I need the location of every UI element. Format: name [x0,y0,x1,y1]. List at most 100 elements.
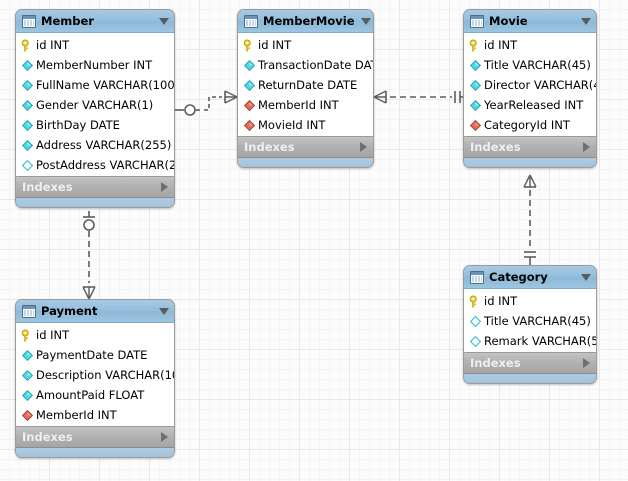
table-footer-strip [464,158,596,167]
table-field-row[interactable]: MovieId INT [238,115,373,135]
table-field-label: Remark VARCHAR(500) [484,333,597,348]
table-indexes-section-membermovie[interactable]: Indexes [238,137,373,158]
table-footer-strip [16,198,174,207]
table-title: Movie [489,13,528,28]
chevron-right-icon[interactable] [360,142,367,152]
table-field-label: Gender VARCHAR(1) [36,97,154,112]
table-field-label: PostAddress VARCHAR(255) [36,157,175,172]
table-field-label: CategoryId INT [484,117,570,132]
chevron-down-icon[interactable] [159,17,169,25]
table-field-label: BirthDay DATE [36,117,120,132]
table-field-row[interactable]: Gender VARCHAR(1) [16,95,174,115]
table-field-row[interactable]: Director VARCHAR(45) [464,75,596,95]
table-category[interactable]: Category id INT Title VARCHAR(45) Remark VA… [463,265,597,384]
table-field-label: Director VARCHAR(45) [484,77,596,92]
table-field-label: MovieId INT [258,117,326,132]
diamond-filled-icon [21,59,34,72]
table-fields-category: id INT Title VARCHAR(45) Remark VARCHAR(50… [464,289,596,353]
table-field-row[interactable]: Remark VARCHAR(500) [464,331,596,351]
diamond-filled-icon [469,59,482,72]
chevron-right-icon[interactable] [583,142,590,152]
relationship-movie-category [523,174,537,265]
table-field-row[interactable]: Title VARCHAR(45) [464,55,596,75]
table-field-row[interactable]: CategoryId INT [464,115,596,135]
table-field-row[interactable]: Title VARCHAR(45) [464,311,596,331]
table-indexes-section-payment[interactable]: Indexes [16,427,174,448]
table-field-row[interactable]: Description VARCHAR(100) [16,365,174,385]
table-field-row[interactable]: id INT [464,35,596,55]
diamond-fk-icon [21,409,34,422]
table-field-row[interactable]: AmountPaid FLOAT [16,385,174,405]
table-field-row[interactable]: id INT [464,291,596,311]
table-field-label: id INT [36,327,70,342]
table-header-membermovie[interactable]: MemberMovie [238,10,373,33]
diamond-hollow-icon [469,315,482,328]
table-field-row[interactable]: FullName VARCHAR(100) [16,75,174,95]
table-field-row[interactable]: YearReleased INT [464,95,596,115]
chevron-down-icon[interactable] [159,307,169,315]
table-field-label: id INT [484,37,518,52]
table-field-label: id INT [484,293,518,308]
table-field-row[interactable]: ReturnDate DATE [238,75,373,95]
chevron-down-icon[interactable] [360,17,371,25]
chevron-down-icon[interactable] [581,17,591,25]
chevron-right-icon[interactable] [161,432,168,442]
table-field-label: Title VARCHAR(45) [484,313,591,328]
table-field-row[interactable]: PaymentDate DATE [16,345,174,365]
table-header-member[interactable]: Member [16,10,174,33]
table-icon [22,14,36,28]
table-field-row[interactable]: id INT [238,35,373,55]
diamond-fk-icon [469,119,482,132]
relationship-membermovie-movie [373,90,463,104]
diamond-filled-icon [469,99,482,112]
table-indexes-section-category[interactable]: Indexes [464,353,596,374]
table-field-row[interactable]: MemberId INT [16,405,174,425]
table-icon [244,14,258,28]
table-movie[interactable]: Movie id INT Title VARCHAR(45) Director VAR… [463,9,597,168]
chevron-right-icon[interactable] [583,358,590,368]
table-field-label: FullName VARCHAR(100) [36,77,175,92]
table-field-row[interactable]: TransactionDate DATE [238,55,373,75]
relationship-member-membermovie [175,90,238,116]
table-title: Payment [41,303,98,318]
table-fields-movie: id INT Title VARCHAR(45) Director VARCHAR(… [464,33,596,137]
table-header-movie[interactable]: Movie [464,10,596,33]
table-field-label: YearReleased INT [484,97,584,112]
table-field-label: MemberId INT [36,407,117,422]
table-field-row[interactable]: id INT [16,325,174,345]
table-member[interactable]: Member id INT MemberNumber INT FullName VAR… [15,9,175,208]
table-footer-strip [238,158,373,167]
table-field-label: Title VARCHAR(45) [484,57,591,72]
table-title: Member [41,13,94,28]
table-field-row[interactable]: MemberId INT [238,95,373,115]
table-field-row[interactable]: id INT [16,35,174,55]
table-header-category[interactable]: Category [464,266,596,289]
table-header-payment[interactable]: Payment [16,300,174,323]
table-field-row[interactable]: MemberNumber INT [16,55,174,75]
table-field-label: Address VARCHAR(255) [36,137,172,152]
diamond-filled-icon [243,59,256,72]
chevron-right-icon[interactable] [161,182,168,192]
table-field-row[interactable]: PostAddress VARCHAR(255) [16,155,174,175]
diamond-fk-icon [243,99,256,112]
diamond-filled-icon [21,389,34,402]
key-icon [469,39,482,52]
table-indexes-section-member[interactable]: Indexes [16,177,174,198]
table-icon [470,270,484,284]
chevron-down-icon[interactable] [581,273,591,281]
table-field-label: id INT [258,37,292,52]
table-field-row[interactable]: Address VARCHAR(255) [16,135,174,155]
key-icon [21,39,34,52]
table-field-row[interactable]: BirthDay DATE [16,115,174,135]
table-field-label: AmountPaid FLOAT [36,387,145,402]
diamond-hollow-icon [21,159,34,172]
table-title: MemberMovie [263,13,355,28]
table-field-label: id INT [36,37,70,52]
table-indexes-section-movie[interactable]: Indexes [464,137,596,158]
indexes-label: Indexes [22,179,73,194]
table-icon [470,14,484,28]
